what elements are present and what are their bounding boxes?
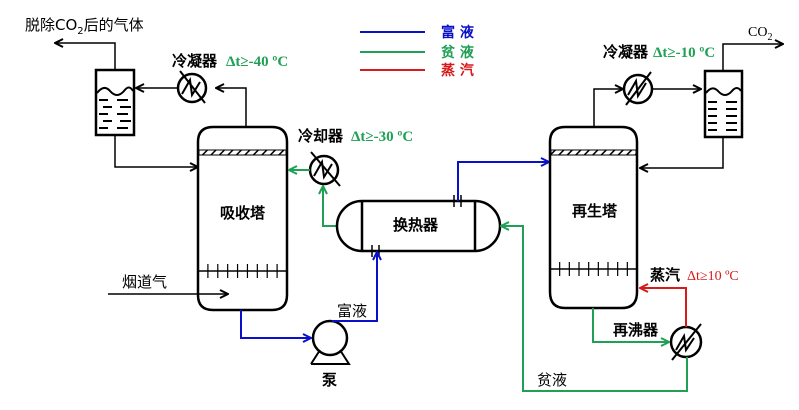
cooler-dt: Δt≥-30 ºC: [351, 129, 413, 145]
legend-label-rich: 富 液: [441, 24, 475, 41]
regenerator-overhead-line: [593, 89, 623, 127]
flue-gas-label: 烟道气: [122, 273, 167, 291]
lean-hx-to-cooler-line: [323, 186, 338, 227]
right-condenser-dt: Δt≥-10 ºC: [653, 45, 715, 61]
left-condenser-label: 冷凝器: [172, 52, 218, 70]
rich-absorber-to-pump-line: [240, 310, 311, 338]
co2-label: CO2: [748, 25, 772, 43]
reboiler: [669, 323, 703, 361]
rich-hx-to-regenerator-line: [457, 162, 549, 201]
right-condenser: [622, 71, 654, 106]
absorber-tower: [196, 125, 289, 312]
lean-regenerator-to-reboiler-line: [592, 308, 669, 342]
outlet-gas-line: [55, 43, 116, 70]
rich-pump-to-hx-line: [332, 252, 377, 322]
left-drum-reflux-line: [114, 135, 198, 167]
steam-dt: Δt≥10 ºC: [687, 269, 739, 284]
left-condenser: [176, 70, 208, 104]
co2-outlet-line: [722, 44, 783, 71]
cooler-label: 冷却器: [298, 127, 344, 145]
regenerator-label: 再生塔: [572, 202, 618, 220]
pump-label: 泵: [322, 371, 337, 389]
lean-return-line: [501, 226, 688, 392]
rich-liquid-label: 富液: [337, 302, 367, 320]
absorber-overhead-line: [216, 88, 247, 127]
legend-label-lean: 贫 液: [441, 44, 475, 61]
legend-label-steam: 蒸 汽: [441, 62, 474, 79]
steam-reboiler-to-regenerator-line: [640, 288, 687, 327]
absorber-label: 吸收塔: [220, 204, 266, 222]
regenerator-tower: [548, 125, 639, 310]
right-drum-reflux-line: [640, 137, 724, 168]
outlet-gas-label: 脱除CO2后的气体: [25, 16, 144, 37]
cooler: [308, 151, 341, 187]
lean-liquid-label: 贫液: [537, 371, 567, 389]
right-condenser-label: 冷凝器: [603, 43, 649, 61]
left-condenser-dt: Δt≥-40 ºC: [226, 54, 288, 70]
heat-exchanger-label: 换热器: [393, 216, 439, 234]
legend: 富 液 贫 液 蒸 汽: [360, 24, 475, 79]
left-separator-drum: [94, 68, 136, 137]
steam-label: 蒸汽: [650, 266, 680, 284]
right-separator-drum: [703, 69, 744, 139]
reboiler-label: 再沸器: [613, 321, 659, 339]
pump: [310, 319, 351, 365]
